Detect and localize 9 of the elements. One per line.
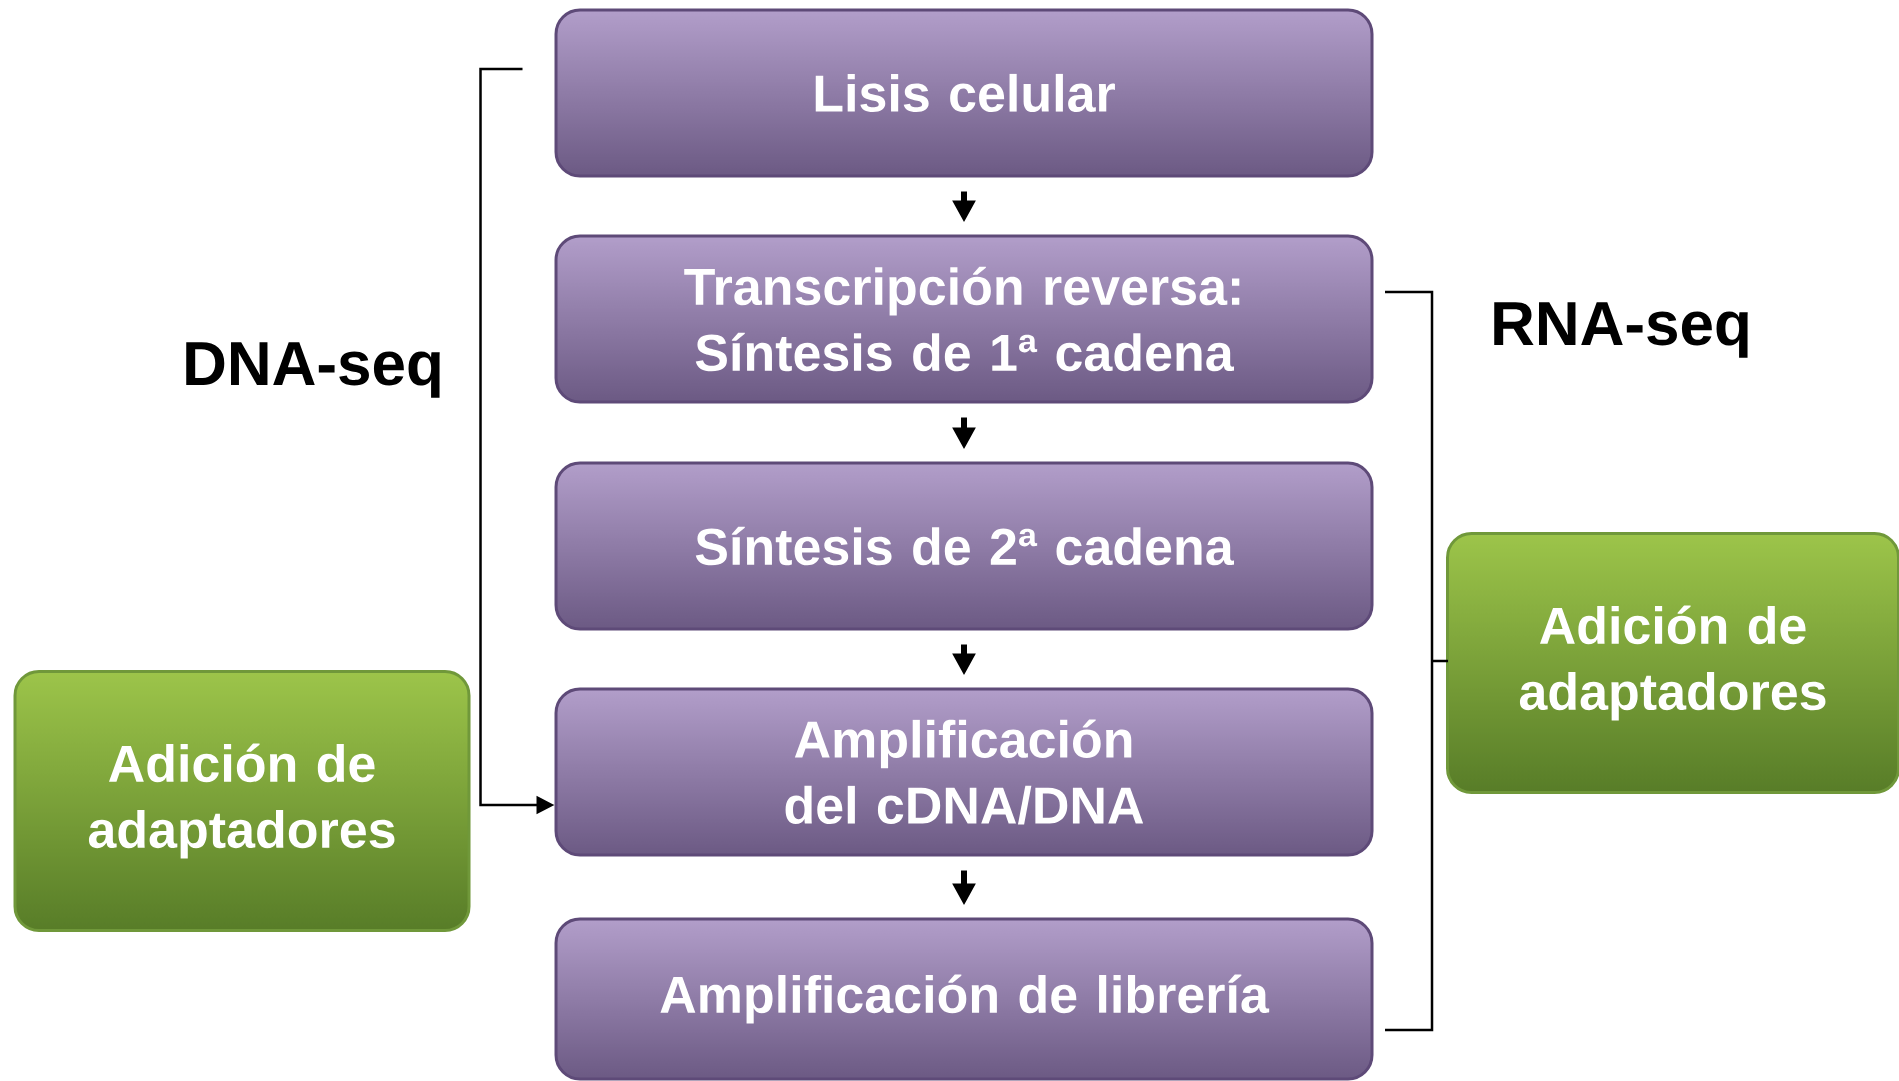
method-label: RNA-seq [1494, 302, 1748, 358]
step-box: Adición de adaptadores [13, 670, 471, 932]
process-box: Transcripción reversa: Síntesis de 1ª cadena [554, 234, 1374, 404]
step-box: Adición de adaptadores [1446, 532, 1899, 794]
process-box: Lisis celular [554, 8, 1374, 178]
process-box: Amplificación del cDNA/DNA [554, 687, 1374, 857]
process-box: Síntesis de 2ª cadena [554, 461, 1374, 631]
method-label: DNA-seq [186, 342, 440, 398]
process-box: Amplificación de librería [554, 917, 1374, 1081]
